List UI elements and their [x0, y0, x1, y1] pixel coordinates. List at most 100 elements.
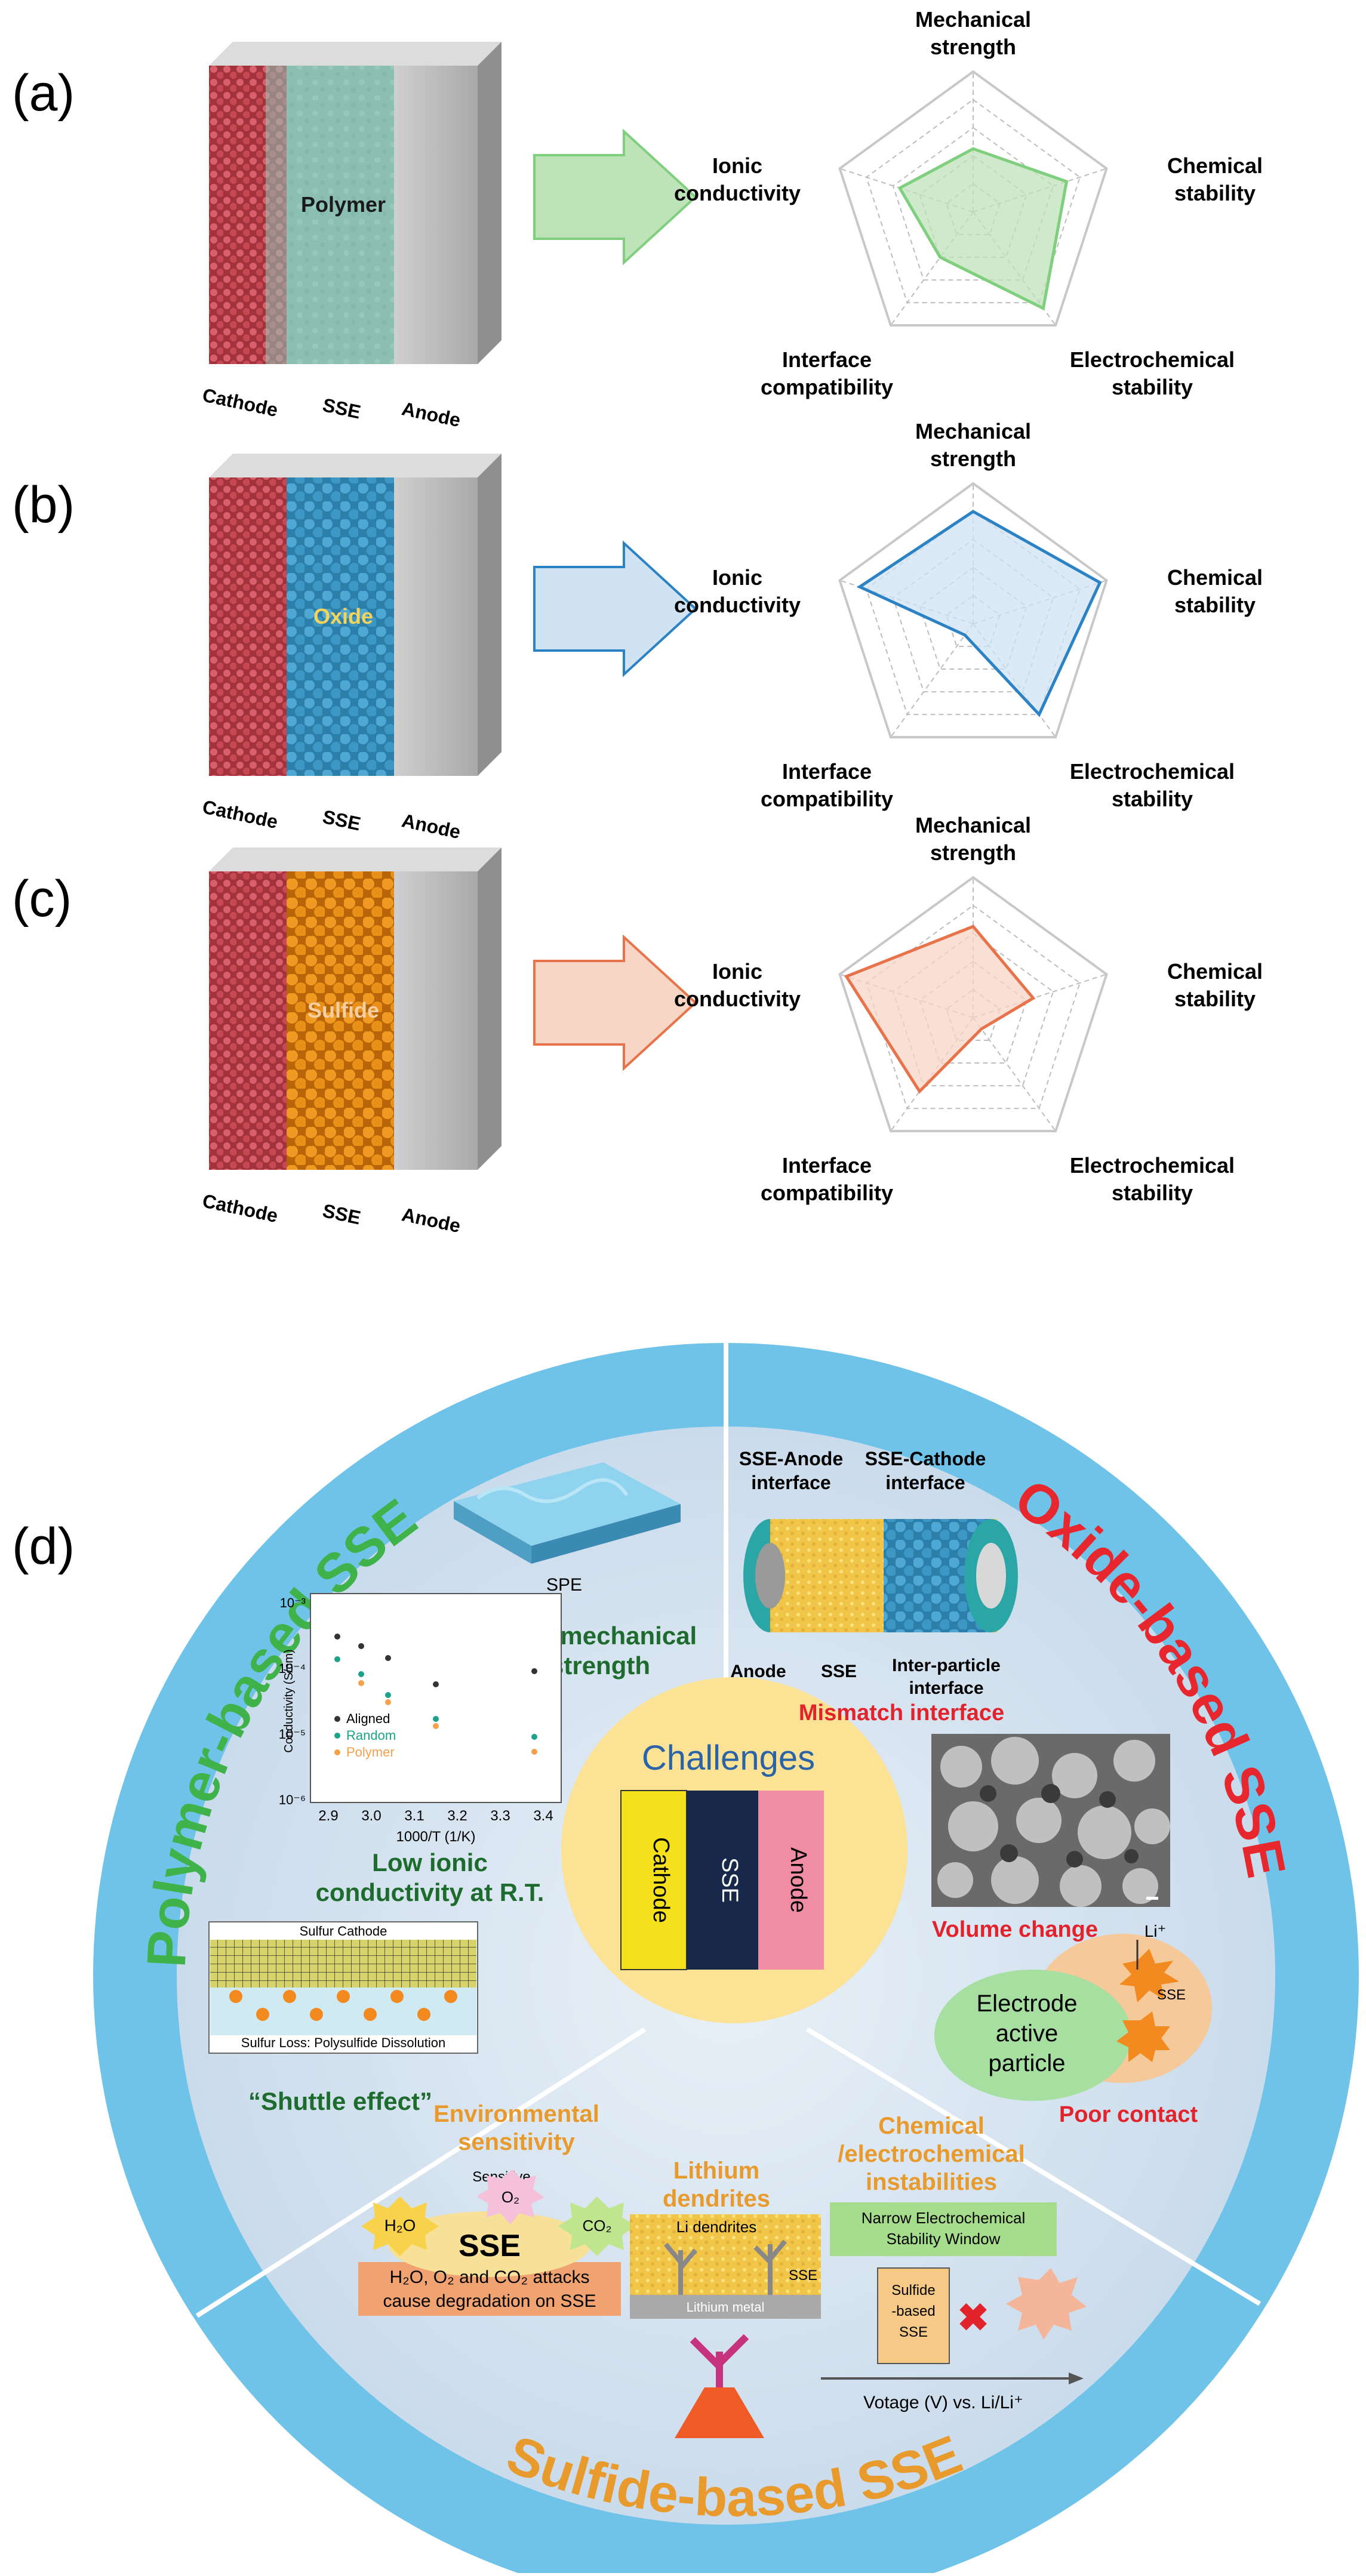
- sulfide-sse-small: SSE: [789, 2267, 817, 2284]
- sse-anode-2: interface: [751, 1472, 830, 1493]
- radar-axis-label: stability: [1112, 787, 1193, 811]
- low-ionic-1: Low ionic: [372, 1848, 488, 1876]
- radar-axis-label: strength: [930, 35, 1016, 59]
- sulfur-cathode-diagram: Sulfur Cathode Sulfur Loss: Polysulfide …: [208, 1921, 478, 2054]
- legend-polymer: Polymer: [346, 1745, 395, 1760]
- layer-label-cathode: Cathode: [201, 384, 280, 421]
- radar-axis-label: Chemical: [1167, 565, 1263, 590]
- layer-label-cathode: Cathode: [201, 796, 280, 833]
- sem-image: [931, 1734, 1170, 1907]
- center-layer-sse: SSE: [717, 1857, 742, 1903]
- radar-spoke: [973, 973, 1107, 1018]
- sulfide-quadrant: Environmental sensitivity Sensitive H₂O …: [358, 2101, 1087, 2438]
- spe-sheet: [454, 1462, 681, 1564]
- attack-1: H₂O, O₂ and CO₂ attacks: [389, 2267, 589, 2287]
- radar-axis-label: compatibility: [761, 787, 893, 811]
- center-title: Challenges: [642, 1739, 815, 1777]
- radar-axis-label: Mechanical: [915, 419, 1031, 443]
- lithium-metal-label: Lithium metal: [687, 2300, 765, 2315]
- plot-xtick: 3.3: [490, 1808, 510, 1824]
- co2-label: CO₂: [582, 2217, 611, 2235]
- panel-d: (d) Polymer-based SSE Oxide-based SSE Su…: [12, 1343, 1359, 2576]
- plot-xlabel: 1000/T (1/K): [396, 1829, 476, 1845]
- plot-ylabel: Conductivity (S/cm): [282, 1649, 296, 1752]
- radar-grid: [892, 127, 1054, 281]
- electrode-3: particle: [989, 2050, 1066, 2076]
- layer-label-cathode: Cathode: [201, 1190, 280, 1227]
- o2-label: O₂: [502, 2188, 519, 2206]
- plot-xtick: 3.1: [404, 1808, 424, 1824]
- radar-axis-label: Chemical: [1167, 959, 1263, 984]
- li-plus: Li⁺: [1145, 1922, 1167, 1940]
- plot-yticks: 10⁻³10⁻⁴10⁻⁵10⁻⁶: [278, 1595, 306, 1807]
- radar-axis-label: stability: [1174, 181, 1256, 205]
- sse-cathode-2: interface: [885, 1472, 965, 1493]
- radar-axis-label: conductivity: [674, 181, 801, 205]
- anode-layer: [394, 871, 478, 1170]
- slab-top: [209, 42, 502, 66]
- volume-change: Volume change: [932, 1917, 1098, 1942]
- radar-axis-label: stability: [1174, 593, 1256, 617]
- shuttle-effect: “Shuttle effect”: [248, 2087, 432, 2115]
- inter-particle-1: Inter-particle: [892, 1656, 1001, 1675]
- radar-axis-label: stability: [1174, 987, 1256, 1011]
- layer-label-sse: SSE: [321, 806, 362, 835]
- radar-axis-label: Interface: [782, 759, 872, 784]
- radar-axis-label: Ionic: [712, 959, 762, 984]
- slab-side: [478, 848, 502, 1170]
- dendrite-diagram: [630, 2214, 821, 2319]
- radar-grid: [838, 876, 1108, 1133]
- h2o-label: H₂O: [384, 2216, 416, 2235]
- sse-layer: [287, 477, 394, 776]
- low-mech-2: strength: [550, 1651, 650, 1680]
- panel-tag: (b): [12, 476, 75, 534]
- oxide-quadrant: SSE-Anode interface SSE-Cathode interfac…: [730, 1448, 1212, 2127]
- plot-points: [334, 1634, 537, 1755]
- sulfide-box: [877, 2267, 950, 2364]
- radar-axis-label: Interface: [782, 347, 872, 372]
- radar-grid: [838, 70, 1108, 327]
- mismatch-interface: Mismatch interface: [799, 1700, 1004, 1725]
- radar-axis-label: Electrochemical: [1070, 759, 1235, 784]
- oxide-sse-small: SSE: [1157, 1987, 1186, 2003]
- radar-axis-label: compatibility: [761, 375, 893, 399]
- electrode-2: active: [996, 2020, 1059, 2047]
- cathode-layer: [209, 477, 287, 776]
- sulfide-box-1: Sulfide: [891, 2282, 935, 2298]
- burst-icon: [1006, 2268, 1087, 2340]
- narrow-2: Stability Window: [887, 2230, 1001, 2248]
- sulfur-cathode-label: Sulfur Cathode: [300, 1924, 387, 1939]
- radar-spoke: [890, 623, 974, 738]
- radar-axis-label: compatibility: [761, 1181, 893, 1205]
- arrow-icon: [533, 128, 697, 266]
- dendrites-2: dendrites: [663, 2186, 770, 2212]
- radar-axis-label: stability: [1112, 1181, 1193, 1205]
- dendrites-1: Lithium: [673, 2158, 759, 2184]
- slab-side: [478, 42, 502, 364]
- sse-anode-1: SSE-Anode: [739, 1448, 843, 1469]
- radar-axis-label: Interface: [782, 1153, 872, 1178]
- electrode-1: Electrode: [977, 1990, 1078, 2017]
- radar-spoke: [973, 1017, 1056, 1132]
- radar-axis-label: strength: [930, 446, 1016, 471]
- radar-axis-label: Mechanical: [915, 813, 1031, 837]
- panel-tag: (c): [12, 870, 72, 928]
- spe-label: SPE: [546, 1575, 582, 1595]
- arrow-icon: [533, 934, 697, 1071]
- slab-top: [209, 848, 502, 871]
- chem-2: /electrochemical: [838, 2141, 1025, 2167]
- layer-label-sse: SSE: [321, 394, 362, 423]
- center-layer-anode: Anode: [786, 1847, 811, 1913]
- divider-right: [805, 2027, 1262, 2306]
- radar-axis-label: Ionic: [712, 153, 762, 178]
- radar-axis-label: Electrochemical: [1070, 1153, 1235, 1178]
- arrow-icon: [533, 540, 697, 677]
- dendrite-tree-icon: [675, 2334, 764, 2438]
- plot-xtick: 3.4: [533, 1808, 553, 1824]
- panel-tag: (a): [12, 64, 75, 122]
- sse-env-label: SSE: [459, 2229, 521, 2263]
- sse-layer: [287, 871, 394, 1170]
- red-cross-icon: ✖: [957, 2296, 989, 2339]
